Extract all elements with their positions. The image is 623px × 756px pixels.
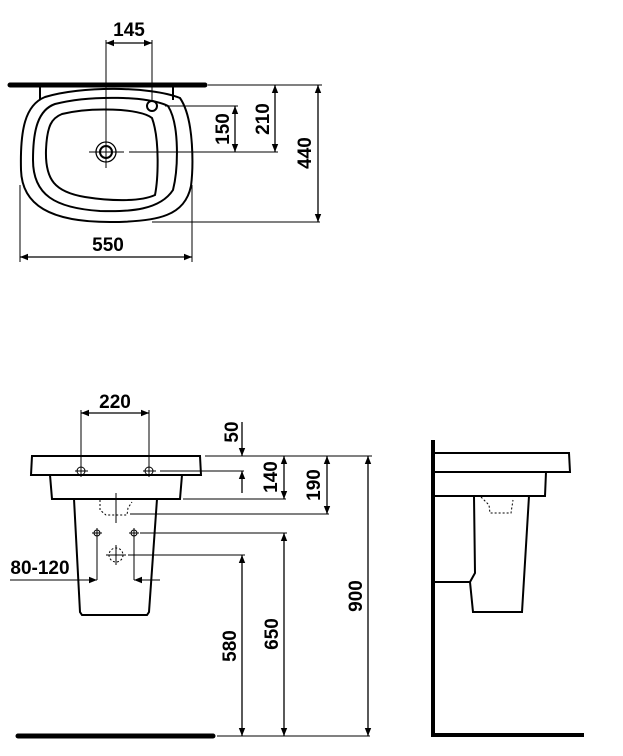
dim-145: 145	[113, 20, 145, 41]
front-view: 220 50 140 190 900 580 650 80-120	[10, 392, 372, 739]
dim-220: 220	[99, 392, 131, 413]
pedestal	[73, 498, 158, 616]
basin-lower	[48, 474, 184, 500]
dim-550: 550	[92, 235, 124, 256]
dim-50: 50	[222, 421, 243, 442]
bowl	[44, 108, 159, 202]
dim-210: 210	[253, 103, 274, 135]
dim-150: 150	[213, 113, 234, 145]
dim-650: 650	[262, 618, 283, 650]
dim-440: 440	[295, 137, 316, 169]
dim-900: 900	[346, 580, 367, 612]
tap-hole	[146, 100, 158, 112]
dim-80-120: 80-120	[10, 558, 69, 579]
top-view: 145 150 210 440 550	[7, 20, 322, 262]
tap-holes	[75, 466, 156, 476]
basin-outline	[19, 87, 194, 224]
side-view	[431, 440, 584, 737]
supply-holes	[92, 493, 139, 580]
dim-580: 580	[220, 630, 241, 662]
basin-top	[29, 455, 203, 476]
dim-190: 190	[304, 469, 325, 501]
dim-140: 140	[261, 461, 282, 493]
